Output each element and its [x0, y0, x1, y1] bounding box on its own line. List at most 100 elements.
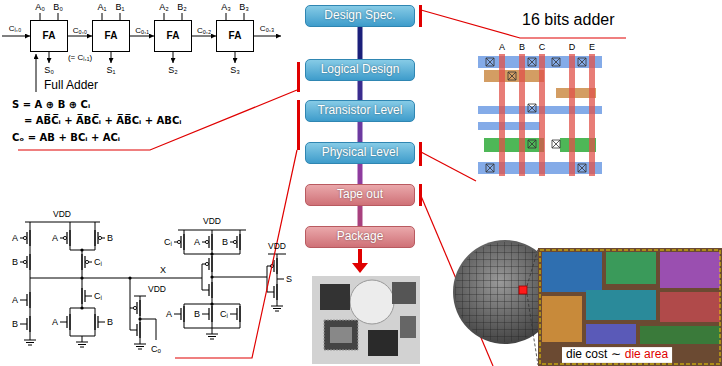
junction-dot [80, 276, 83, 279]
layout-drawing [569, 54, 575, 176]
box-text: Transistor Level [318, 104, 403, 118]
junction-dot [138, 317, 141, 320]
wafer [519, 286, 527, 294]
carry-label: Cₒ,₁ [135, 26, 149, 35]
leader-line [421, 10, 626, 38]
layout-drawing [528, 140, 536, 148]
signal-name: B₃ [239, 2, 249, 12]
supply-label: VDD [268, 242, 286, 252]
signal-name: S₃ [230, 65, 240, 75]
box-text: Design Spec. [324, 9, 395, 23]
connector [130, 36, 154, 37]
layout-letter: A [499, 42, 505, 52]
gate-label: B [107, 317, 113, 327]
full-adder-box: FA [30, 20, 68, 52]
pmos-symbol [29, 230, 31, 246]
adder-wires [36, 54, 37, 92]
package-photo [368, 330, 398, 356]
pmos-symbol [276, 258, 278, 274]
pmos-symbol [102, 238, 105, 239]
bracket [419, 5, 422, 27]
pmos-symbol [211, 256, 213, 272]
pmos-symbol [130, 308, 133, 309]
signal-name: (= Cᵢ,₁) [68, 53, 92, 62]
leader-line [175, 150, 297, 358]
carry-label: Cₒ,₂ [197, 26, 211, 35]
gate-label: B [12, 319, 18, 329]
wafer [527, 249, 538, 365]
box-text: FA [229, 30, 242, 42]
layout-drawing [528, 58, 536, 66]
layout-drawing [484, 138, 544, 152]
box-text: Logical Design [321, 63, 400, 77]
full-adder-box: FA [154, 20, 192, 52]
equation: S = A ⊕ B ⊕ Cᵢ [12, 99, 90, 111]
transistor-symbol [20, 230, 277, 338]
layout-letter: C [539, 42, 546, 52]
layout-drawing [486, 164, 494, 172]
nmos-symbol [20, 324, 27, 325]
package-photo [312, 276, 420, 364]
node-label: X [160, 265, 166, 275]
carry-label: Cₒ,₀ [73, 26, 87, 35]
nmos-symbol [276, 284, 278, 300]
layout-drawing [552, 58, 560, 66]
die-photo [542, 252, 602, 292]
package-arrow [352, 249, 368, 273]
gate-label: Cᵢ [164, 237, 172, 247]
connector [192, 36, 216, 37]
package-arrow [352, 263, 368, 273]
pmos-symbol [230, 242, 233, 243]
gate-label: B [222, 237, 228, 247]
layout-drawing [578, 164, 586, 172]
signal-name: A₂ [159, 2, 169, 12]
die-note: die cost ∼ [566, 348, 621, 362]
pmos-symbol [23, 236, 26, 239]
package-photo [400, 316, 416, 338]
gate-label: A [52, 233, 58, 243]
nmos-symbol [81, 288, 83, 304]
junction-dot [210, 302, 213, 305]
die-photo [660, 292, 720, 322]
leader-line [421, 152, 476, 181]
die-photo [640, 326, 720, 344]
gate-label: A [166, 309, 172, 319]
layout-drawing [578, 58, 586, 66]
package-photo [350, 280, 394, 324]
pmos-symbol [139, 300, 141, 316]
box-text: Physical Level [322, 146, 399, 160]
gate-label: B [12, 257, 18, 267]
adder-wires [2, 36, 30, 37]
box-text: FA [105, 30, 118, 42]
signal-name: S₁ [106, 65, 115, 75]
adder-wires [254, 36, 281, 37]
adder-wires [173, 52, 174, 63]
box-text: Tape out [337, 188, 383, 202]
pmos-symbol [69, 230, 71, 246]
adder-wires [40, 13, 244, 20]
die-note: die area [625, 348, 668, 362]
pmos-symbol [205, 240, 208, 243]
package-photo [324, 320, 358, 350]
layout-drawing [484, 70, 544, 82]
adder-wires [49, 52, 50, 63]
die-photo [586, 324, 636, 344]
nmos-symbol [94, 314, 96, 330]
spec-note: 16 bits adder [522, 11, 615, 29]
equation: = AB̅C̅ᵢ + A̅BC̅ᵢ + A̅B̅Cᵢ + ABCᵢ [24, 115, 181, 127]
nmos-symbol [85, 296, 92, 297]
gate-label: A [194, 237, 200, 247]
layout-drawing [478, 54, 602, 176]
junction-dot [80, 248, 213, 320]
layout-drawing [486, 58, 586, 172]
schematic-wires [24, 222, 286, 349]
signal-name: B₁ [115, 2, 124, 12]
output-label: Cₒ [151, 344, 161, 354]
connector [358, 164, 363, 184]
adder-wires [111, 52, 112, 63]
supply-label: VDD [148, 285, 166, 295]
die-photo [542, 296, 582, 342]
flow-step-box: Logical Design [305, 59, 415, 81]
signal-name: S₀ [44, 65, 54, 75]
full-adder-box: FA [216, 20, 254, 52]
